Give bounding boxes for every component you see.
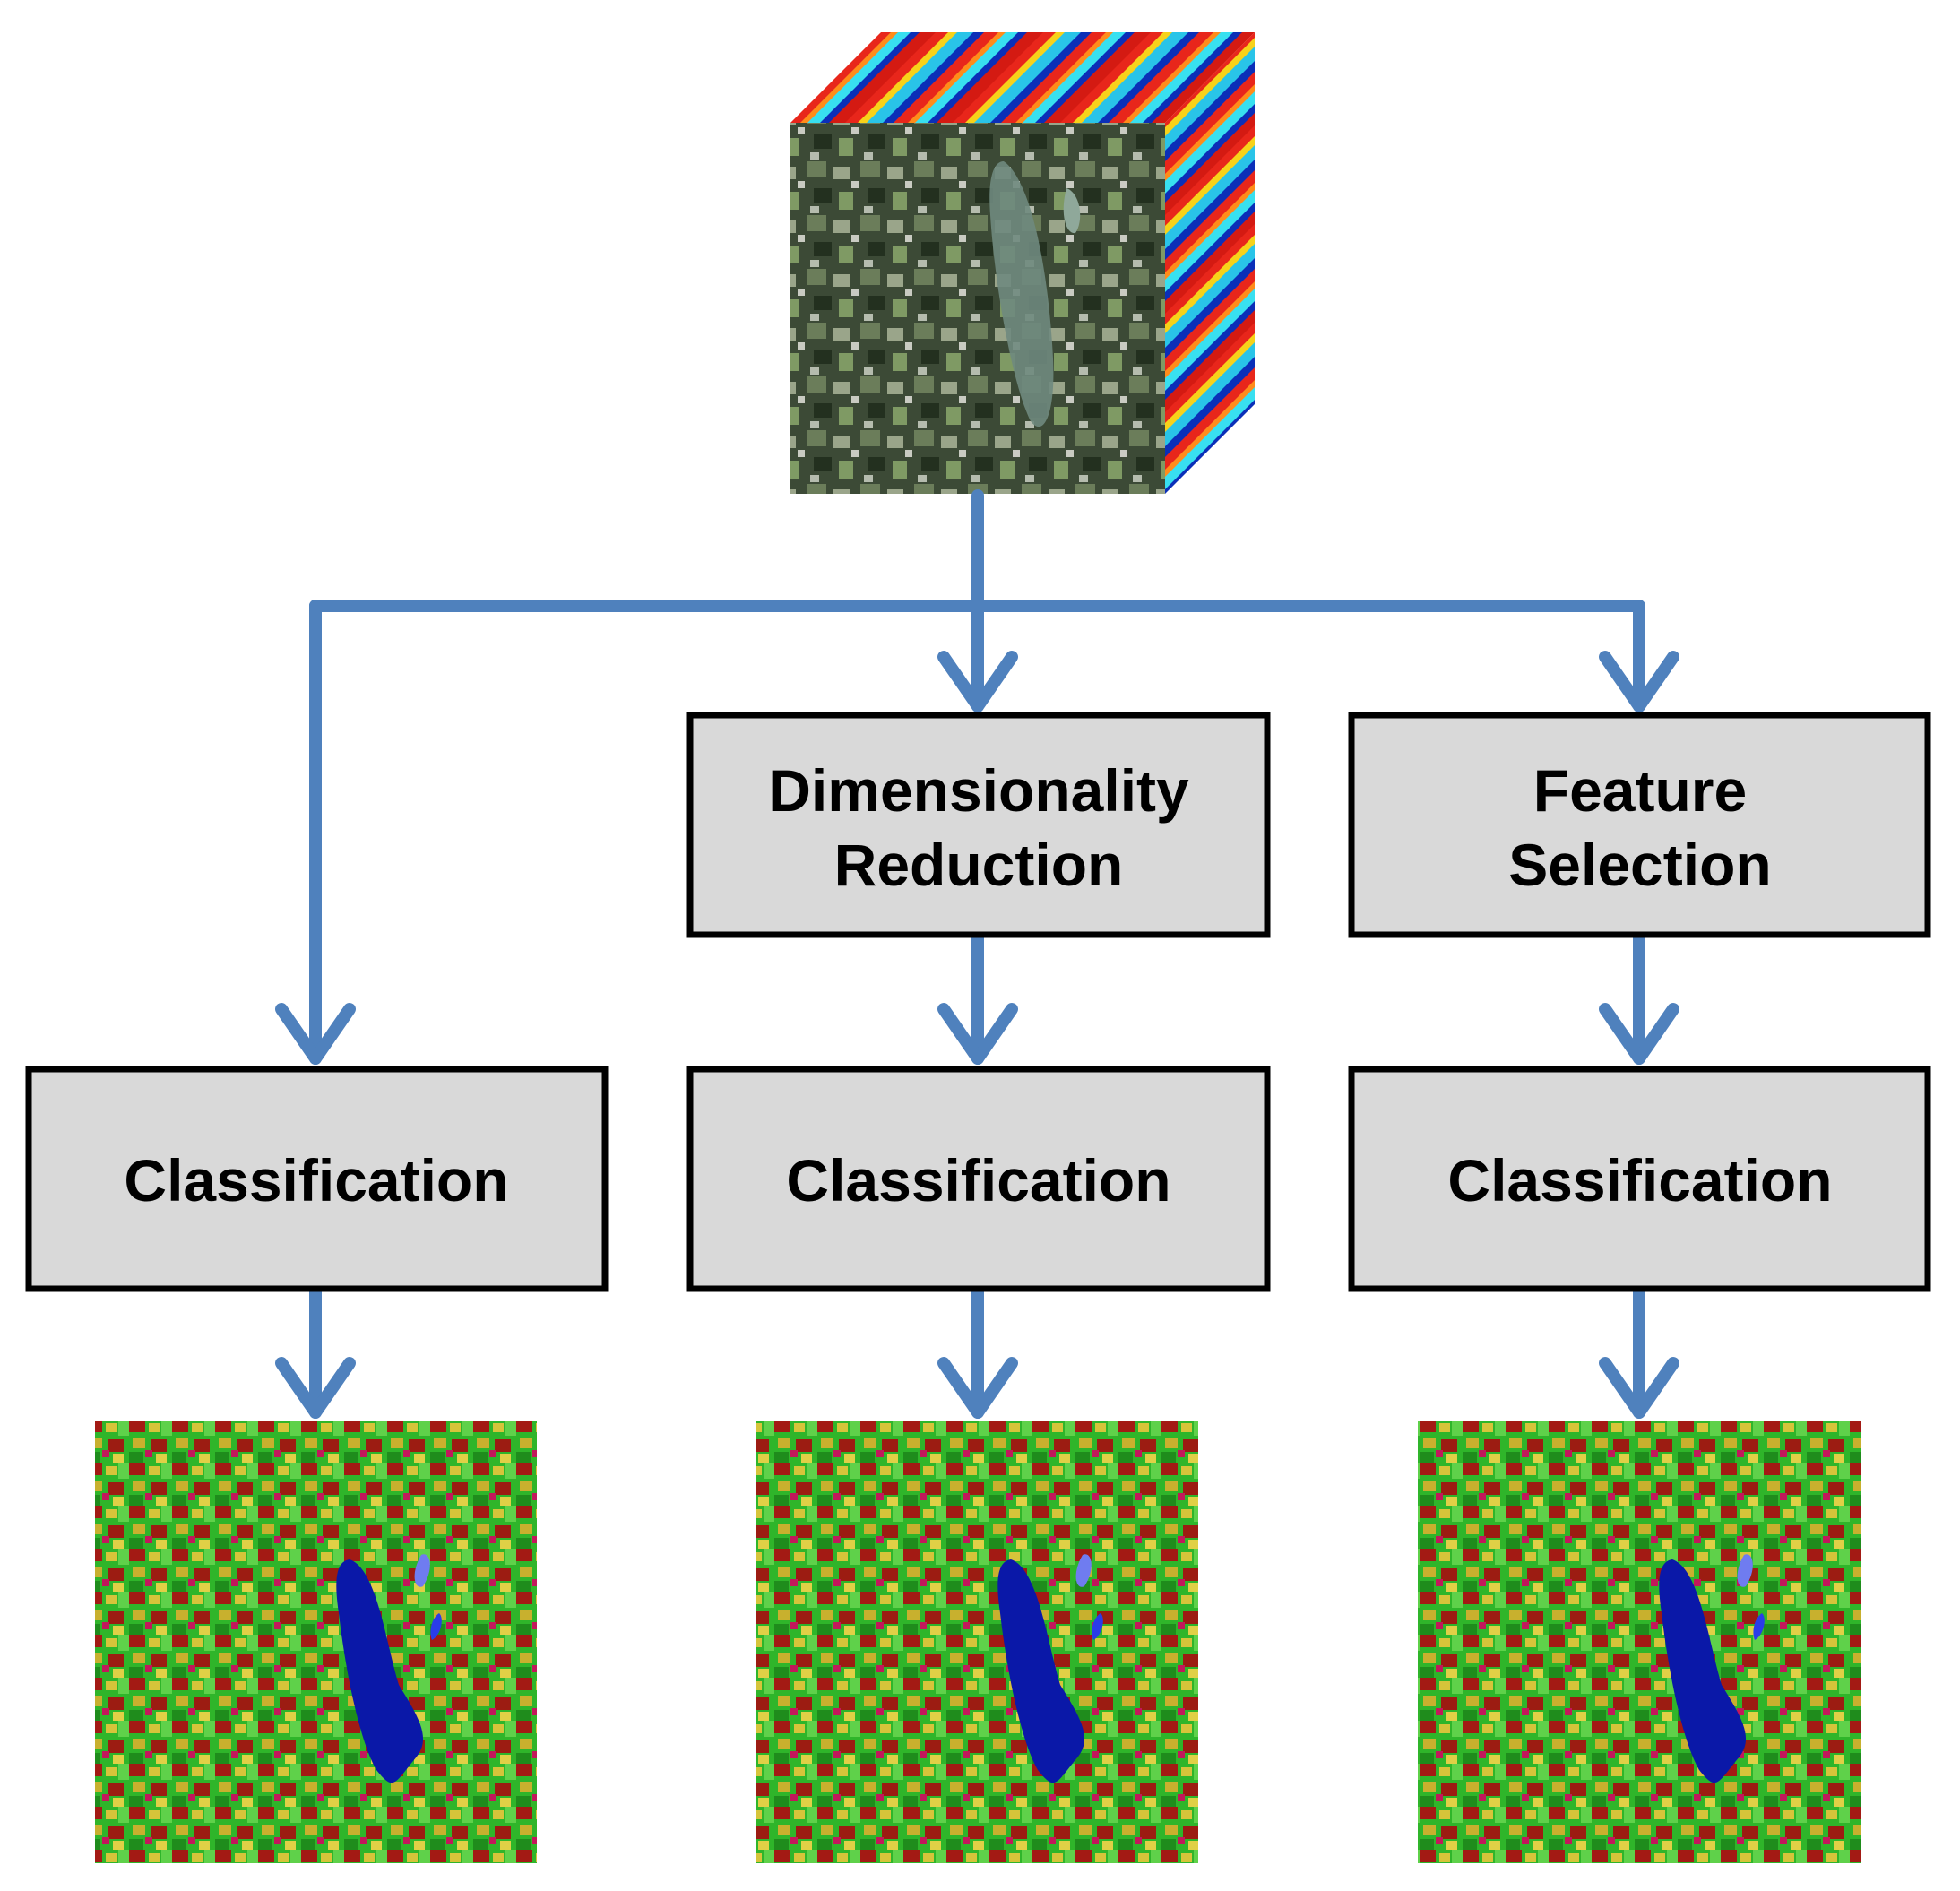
dimensionality-reduction-label-line2: Reduction (834, 832, 1124, 898)
arrow-to-dimensionality-reduction (937, 651, 1018, 712)
map-left-lake (336, 1559, 424, 1783)
classification-box-left: Classification (25, 1066, 609, 1292)
map-right-pond (1753, 1613, 1765, 1640)
feature-selection-label-line2: Selection (1508, 832, 1771, 898)
map-middle-lake (997, 1559, 1085, 1783)
dimensionality-reduction-label-line1: Dimensionality (768, 757, 1189, 824)
arrow-to-map-middle (937, 1357, 1018, 1419)
map-left-pond (430, 1613, 442, 1640)
classification-box-middle: Classification (686, 1066, 1271, 1292)
map-right-small-lake (1737, 1554, 1753, 1587)
lake-shape (989, 161, 1054, 427)
classification-left-label: Classification (124, 1147, 508, 1213)
classification-box-right: Classification (1348, 1066, 1931, 1292)
arrow-to-classification-right (1599, 1003, 1679, 1065)
map-middle-pond (1092, 1613, 1103, 1640)
map-middle-small-lake (1075, 1554, 1092, 1587)
connectors (275, 489, 1679, 1419)
arrow-to-map-left (275, 1357, 356, 1419)
feature-selection-label-line1: Feature (1533, 757, 1747, 824)
arrow-to-classification-left (275, 1003, 356, 1065)
classification-map-left (95, 1421, 537, 1863)
classification-right-label: Classification (1447, 1147, 1832, 1213)
classification-map-middle (756, 1421, 1198, 1863)
cube-front-face (790, 123, 1165, 494)
cube-top-face (790, 32, 1255, 123)
cube-side-face (1165, 32, 1255, 494)
feature-selection-box: Feature Selection (1348, 712, 1931, 938)
map-right-lake (1659, 1559, 1747, 1783)
classification-map-right (1418, 1421, 1861, 1863)
classification-middle-label: Classification (786, 1147, 1170, 1213)
arrow-to-map-right (1599, 1357, 1679, 1419)
arrow-to-feature-selection (1599, 651, 1679, 712)
dimensionality-reduction-box: Dimensionality Reduction (686, 712, 1271, 938)
small-lake-shape (1063, 188, 1081, 234)
arrow-to-classification-middle (937, 1003, 1018, 1065)
map-left-small-lake (414, 1554, 430, 1587)
hyperspectral-cube-image (790, 32, 1255, 494)
